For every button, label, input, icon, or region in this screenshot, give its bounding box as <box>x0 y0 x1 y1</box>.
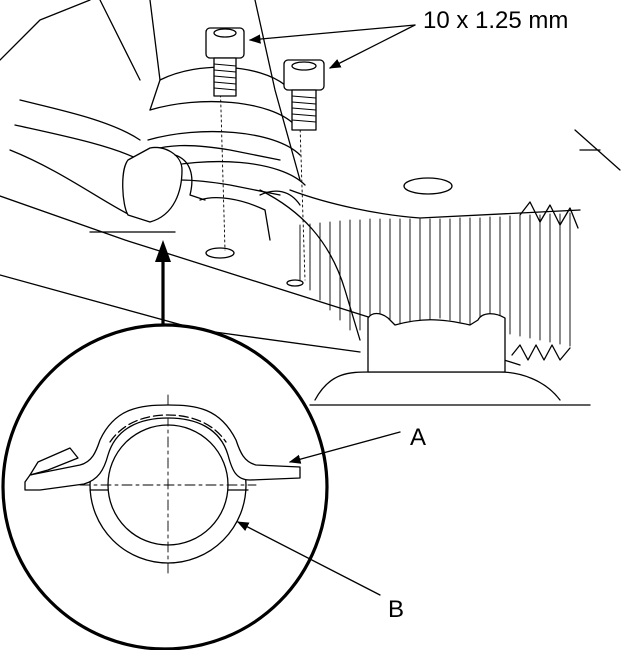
leader-a <box>288 431 401 464</box>
detail-view <box>1 323 329 651</box>
hatching <box>299 212 571 347</box>
bolt-size-label: 10 x 1.25 mm <box>423 7 568 34</box>
callout-label-a: A <box>410 424 426 451</box>
background-assembly <box>0 0 621 406</box>
bolt-leader-2 <box>328 24 416 69</box>
detail-connector-arrow <box>155 240 171 262</box>
bolt-icon <box>205 27 245 97</box>
bolt-leader-1 <box>248 24 416 44</box>
callout-label-b: B <box>388 596 404 623</box>
leader-b <box>236 521 381 596</box>
bolt-icon <box>283 59 325 131</box>
